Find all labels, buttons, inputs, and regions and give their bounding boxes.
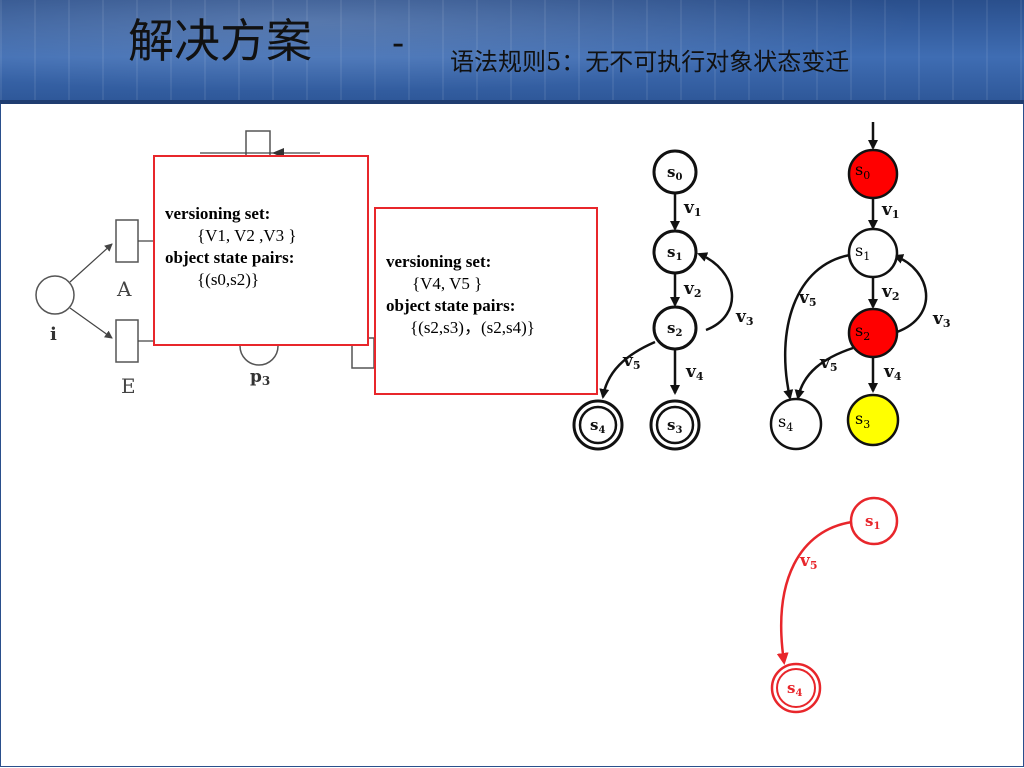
edge-s1-s4-red <box>776 520 853 665</box>
edge-s2-s4 <box>599 340 656 399</box>
state-s1-label: s1 <box>667 243 682 263</box>
arc-i-e <box>69 307 113 339</box>
state-s1 <box>847 227 899 279</box>
banner-texture <box>0 0 1024 104</box>
edge-v1-label: v1 <box>881 200 900 221</box>
object-state-pairs-heading: object state pairs: <box>386 296 516 315</box>
state-s4 <box>769 397 823 451</box>
state-s2 <box>847 307 899 359</box>
state-s3-label: s3 <box>667 416 682 436</box>
versioning-set-heading: versioning set: <box>165 204 271 223</box>
state-s2-label: s2 <box>855 321 870 343</box>
state-machine-plain: s0 s1 s2 s3 s4 v1 v2 v3 v4 v5 <box>572 149 754 451</box>
state-s0 <box>652 149 698 195</box>
edge-v3-label: v3 <box>932 309 951 330</box>
state-machine-colored: s0 s1 s2 s3 s4 v1 v2 v3 v4 v5 v5 <box>769 122 951 451</box>
state-s4-inner <box>578 405 618 445</box>
arc-i-a <box>69 243 113 283</box>
transition-a <box>115 219 139 263</box>
object-state-pairs-value: {(s2,s3)，(s2,s4)} <box>410 318 535 337</box>
highlighted-transition: s1 s4 v5 <box>770 496 899 714</box>
versioning-set-heading: versioning set: <box>386 252 492 271</box>
edge-v1-label: v1 <box>683 198 702 219</box>
edge-s2-s1-loop <box>893 254 928 334</box>
state-s3 <box>846 393 900 447</box>
place-p3-label: p3 <box>250 367 270 388</box>
edge-v4-label: v4 <box>883 362 902 383</box>
edge-v5-red-label: v5 <box>799 551 818 572</box>
callout-right: versioning set: {V4, V5 } object state p… <box>374 207 598 395</box>
edge-s2-s4 <box>794 346 854 400</box>
edge-v5-outer-label: v5 <box>798 288 817 309</box>
banner-underline <box>0 100 1024 104</box>
edge-v5-label: v5 <box>819 353 838 374</box>
state-s0-label: s0 <box>855 160 870 182</box>
versioning-set-value: {V1, V2 ,V3 } <box>197 226 297 245</box>
state-s3-inner <box>655 405 695 445</box>
state-s3-label: s3 <box>855 409 870 431</box>
page-title: 解决方案 <box>128 14 312 68</box>
state-s4-red-label: s4 <box>787 679 802 699</box>
callout-left: versioning set: {V1, V2 ,V3 } object sta… <box>153 155 369 346</box>
edge-v2-label: v2 <box>683 279 702 300</box>
edge-s1-s4 <box>783 253 851 400</box>
edge-v5-label: v5 <box>622 351 641 372</box>
place-i <box>35 275 75 315</box>
edge-s2-s1-loop <box>697 252 734 332</box>
title-banner <box>0 0 1024 104</box>
place-i-label: i <box>50 324 57 345</box>
place-p3 <box>239 345 279 366</box>
edge-v4-label: v4 <box>685 362 704 383</box>
state-s2 <box>652 305 698 351</box>
transition-e <box>115 319 139 363</box>
state-s1-red <box>849 496 899 546</box>
state-s4-red-inner <box>776 668 816 708</box>
state-s1-red-label: s1 <box>865 512 880 532</box>
transition-a-label: A <box>116 277 132 301</box>
title-separator: - <box>392 23 405 64</box>
state-s1-label: s1 <box>855 241 870 263</box>
object-state-pairs-heading: object state pairs: <box>165 248 295 267</box>
state-s1 <box>652 229 698 275</box>
state-s0-label: s0 <box>667 163 682 183</box>
object-state-pairs-value: {(s0,s2)} <box>197 270 260 289</box>
state-s4-label: s4 <box>778 412 793 434</box>
state-s2-label: s2 <box>667 319 682 339</box>
versioning-set-value: {V4, V5 } <box>412 274 483 293</box>
page-subtitle: 语法规则5：无不可执行对象状态变迁 <box>450 48 850 76</box>
state-s4-label: s4 <box>590 416 605 436</box>
transition-e-label: E <box>121 374 136 398</box>
edge-v2-label: v2 <box>881 282 900 303</box>
state-s0 <box>847 148 899 200</box>
edge-v3-label: v3 <box>735 307 754 328</box>
